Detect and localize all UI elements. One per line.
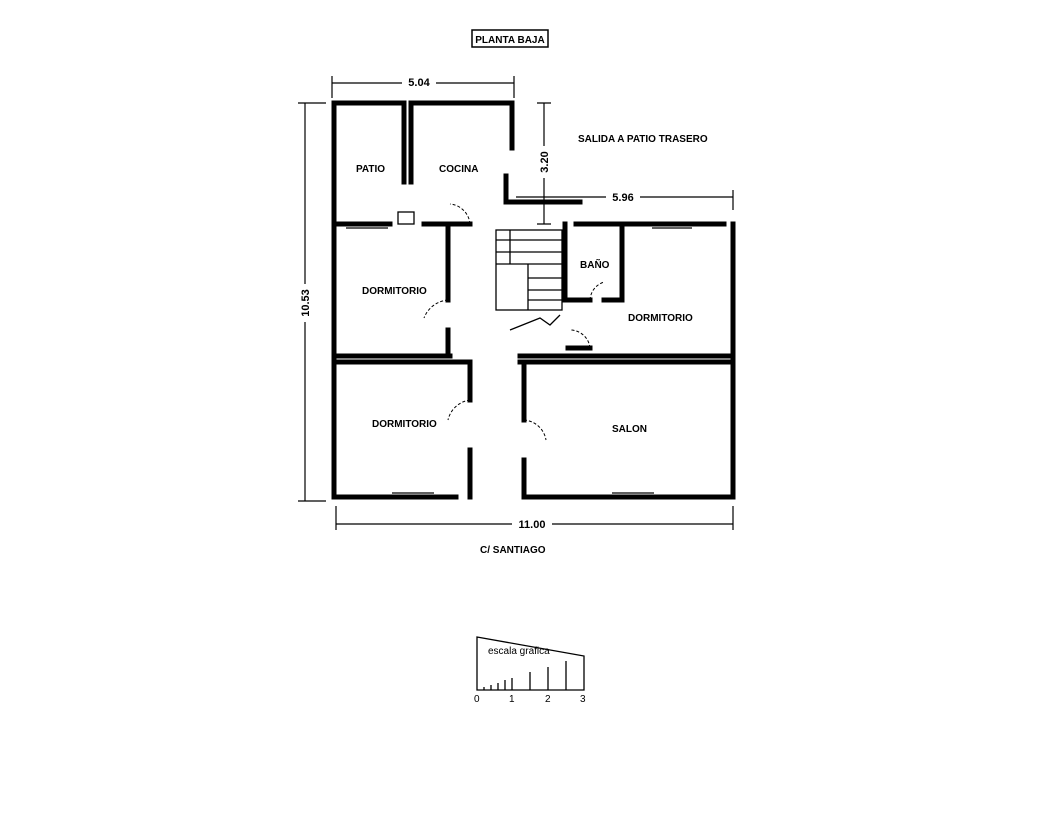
scale-tick-1: 1 [509, 694, 515, 705]
room-label-bano: BAÑO [580, 258, 610, 271]
title-box [471, 29, 549, 48]
scale-tick-0: 0 [474, 694, 480, 705]
room-label-patio: PATIO [356, 164, 385, 175]
scale-tick-2: 2 [545, 694, 551, 705]
svg-text:5.96: 5.96 [612, 192, 633, 204]
svg-text:3.20: 3.20 [539, 151, 551, 172]
dimension-total-height: 10.53 [297, 102, 326, 502]
interior-walls [331, 221, 736, 500]
graphic-scale: escala grafica 0 1 2 3 [474, 636, 586, 705]
plan-title: PLANTA BAJA [475, 35, 544, 46]
svg-text:5.04: 5.04 [408, 77, 430, 89]
dimension-total-width: 11.00 [335, 506, 734, 531]
dimension-rear-height: 3.20 [536, 102, 552, 225]
svg-text:11.00: 11.00 [519, 519, 546, 531]
door-swings [423, 203, 605, 441]
room-label-dormitorio-1: DORMITORIO [362, 286, 427, 297]
stair [495, 229, 563, 331]
room-label-cocina: COCINA [439, 164, 478, 175]
scale-tick-3: 3 [580, 694, 586, 705]
street-name: C/ SANTIAGO [480, 545, 546, 556]
dimension-right-width: 5.96 [516, 190, 734, 210]
room-label-dormitorio-2: DORMITORIO [628, 313, 693, 324]
dimension-top-width: 5.04 [331, 75, 515, 98]
room-label-salon: SALON [612, 424, 647, 435]
windows [346, 211, 692, 498]
svg-text:10.53: 10.53 [300, 289, 312, 317]
scale-label: escala grafica [488, 646, 550, 657]
exit-annotation: SALIDA A PATIO TRASERO [578, 134, 708, 145]
room-label-dormitorio-3: DORMITORIO [372, 419, 437, 430]
